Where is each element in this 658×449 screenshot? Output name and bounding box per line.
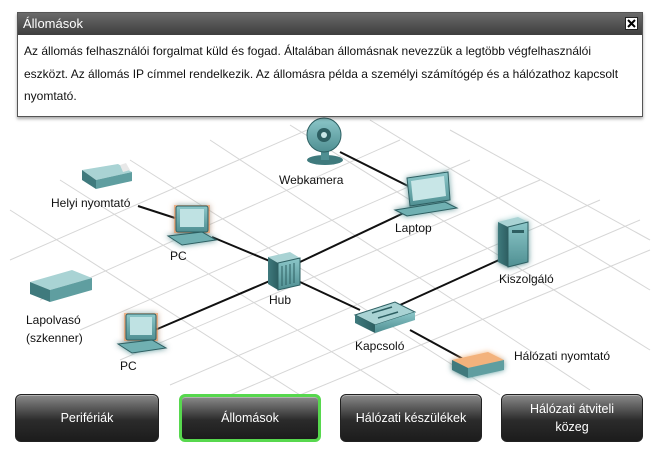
tab-hosts-label: Állomások: [221, 411, 279, 425]
hub-icon: [268, 252, 301, 291]
label-laptop: Laptop: [395, 221, 432, 235]
local-printer-icon: [82, 163, 132, 189]
cables: [137, 151, 511, 361]
tab-peripherals[interactable]: Perifériák: [15, 394, 159, 442]
label-scanner-line1: Lapolvasó: [26, 313, 81, 327]
tab-network-devices[interactable]: Hálózati készülékek: [340, 394, 482, 442]
label-webcam: Webkamera: [279, 173, 344, 187]
switch-icon: [353, 301, 417, 333]
panel-title: Állomások: [23, 16, 83, 31]
panel-description: Az állomás felhasználói forgalmat küld é…: [24, 44, 619, 103]
tab-network-media-label-line1: Hálózati átviteli: [529, 402, 615, 416]
label-pc-bottom: PC: [120, 359, 137, 373]
laptop-icon: [393, 171, 459, 217]
server-icon: [498, 217, 529, 268]
tab-network-media-label-line2: közeg: [555, 420, 589, 434]
network-printer-icon: [452, 352, 504, 378]
info-panel: Állomások Az állomás felhasználói forgal…: [17, 12, 643, 117]
close-icon[interactable]: [625, 17, 638, 30]
scanner-icon: [30, 270, 92, 302]
label-server: Kiszolgáló: [499, 272, 554, 286]
tab-network-devices-label: Hálózati készülékek: [355, 411, 467, 425]
panel-titlebar: Állomások: [18, 13, 642, 35]
pc-bottom-icon: [116, 313, 168, 354]
tab-network-media[interactable]: Hálózati átviteli közeg: [501, 394, 643, 442]
tab-hosts[interactable]: Állomások: [179, 394, 321, 442]
label-switch: Kapcsoló: [355, 339, 405, 353]
label-local-printer: Helyi nyomtató: [51, 196, 131, 210]
pc-top-icon: [166, 205, 218, 246]
webcam-icon: [306, 117, 343, 165]
tab-peripherals-label: Perifériák: [60, 411, 114, 425]
label-scanner-line2: (szkenner): [26, 331, 83, 345]
floor-grid: [9, 119, 651, 396]
label-hub: Hub: [269, 293, 292, 307]
label-network-printer: Hálózati nyomtató: [514, 349, 611, 363]
label-pc-top: PC: [170, 249, 187, 263]
